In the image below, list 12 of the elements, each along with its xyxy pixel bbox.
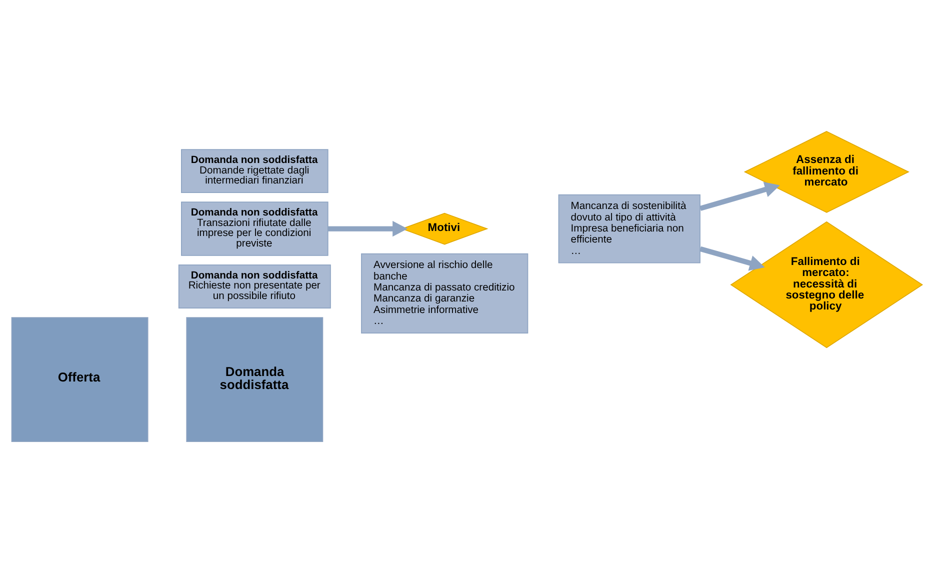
node-diamond: Fallimento di mercato: necessità di sostegno delle policy: [730, 220, 924, 348]
node-diamond: Assenza di fallimento di mercato: [744, 130, 910, 212]
node-box: Domanda non soddisfatta Richieste non presentate per un possibile rifiuto: [178, 264, 331, 308]
node-box: Offerta: [11, 316, 148, 442]
node-box: Domanda non soddisfatta Domande rigettate dagli intermediari finanziari: [181, 148, 328, 193]
node-box: Mancanza di sostenibilità dovuto al tipo di attività Impresa beneficiaria non efficiente …: [558, 194, 700, 263]
arrow: [328, 220, 408, 236]
arrow: [700, 246, 765, 270]
arrow: [700, 181, 780, 210]
node-box: Domanda non soddisfatta Transazioni rifiutate dalle imprese per le condizioni previste: [181, 201, 328, 256]
node-box: Domanda soddisfatta: [186, 316, 324, 442]
node-box: Avversione al rischio delle banche Mancanza di passato creditizio Mancanza di garanzie Asimmetrie informative …: [361, 252, 528, 333]
